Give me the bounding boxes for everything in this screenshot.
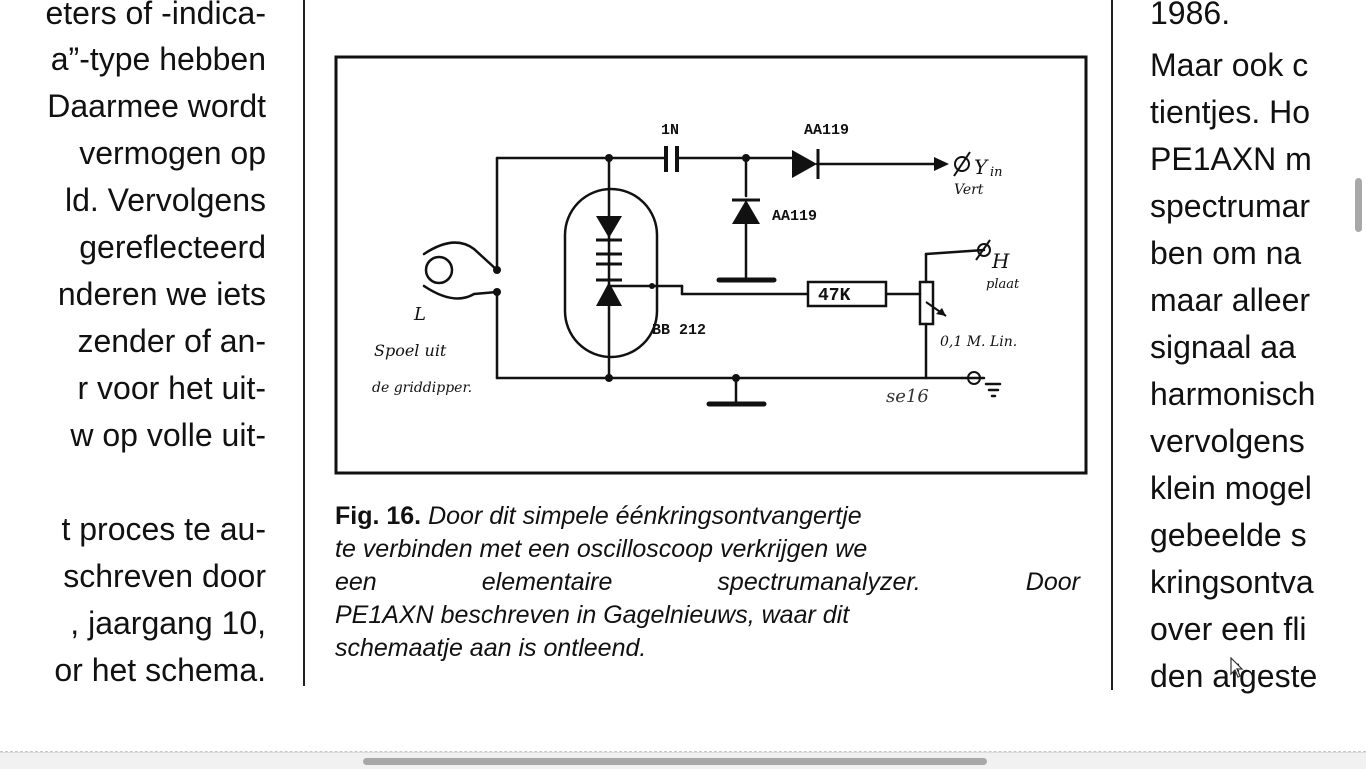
left-line: nderen we iets [57, 276, 266, 312]
left-line: zender of an- [77, 323, 266, 359]
caption-word: een [335, 568, 377, 596]
circuit-schematic-figure: 1N AA119 AA119 BB 212 47K Y in Vert H pl… [334, 55, 1088, 475]
coil-desc-line1: Spoel uit [374, 341, 447, 360]
diode2-label: AA119 [772, 208, 817, 225]
page-edge-divider [0, 751, 1366, 752]
right-line: over een fli [1150, 611, 1307, 647]
horizontal-scrollbar[interactable] [0, 752, 1366, 769]
right-line: harmonisch [1150, 376, 1316, 412]
caption-fig-label: Fig. 16. [335, 502, 422, 530]
left-line: t proces te au- [61, 511, 266, 547]
caption-word: Door [1025, 568, 1080, 596]
cap-label: 1N [661, 122, 679, 139]
right-line: Maar ook c [1150, 47, 1309, 83]
caption-line: Door dit simpele éénkringsontvangertje [428, 502, 862, 530]
right-line: klein mogel [1150, 470, 1312, 506]
left-line: or het schema. [54, 652, 266, 688]
right-line: signaal aa [1150, 329, 1296, 365]
caption-line: PE1AXN beschreven in Gagelnieuws, waar d… [335, 601, 850, 629]
diode1-label: AA119 [804, 122, 849, 139]
right-line: kringsontva [1150, 564, 1314, 600]
resistor-label: 47K [818, 286, 851, 306]
left-line: Daarmee wordt [47, 88, 266, 124]
figure-caption: Fig. 16. Door dit simpele éénkringsontva… [335, 500, 1080, 665]
left-line: r voor het uit- [77, 370, 266, 406]
document-viewport: eters of -indica- a”-type hebben Daarmee… [0, 0, 1366, 752]
pot-label: 0,1 M. Lin. [940, 334, 1017, 350]
right-line: ben om na [1150, 235, 1302, 271]
left-line: eters of -indica- [45, 0, 266, 31]
right-line: vervolgens [1150, 423, 1305, 459]
right-text-column: 1986. Maar ook c tientjes. Ho PE1AXN m s… [1150, 0, 1366, 752]
right-line: spectrumar [1150, 188, 1311, 224]
right-line: PE1AXN m [1150, 141, 1312, 177]
right-column-rule [1111, 0, 1113, 690]
varicap-label: BB 212 [652, 322, 706, 339]
right-line: maar alleer [1150, 282, 1311, 318]
figure-tag: se16 [886, 386, 929, 407]
right-line: gebeelde s [1150, 517, 1307, 553]
caption-line-justified: een elementaire spectrumanalyzer. Door [335, 566, 1080, 599]
caption-line: te verbinden met een oscilloscoop verkri… [335, 535, 868, 563]
caption-line: schemaatje aan is ontleend. [335, 634, 647, 662]
left-line: ld. Vervolgens [64, 182, 266, 218]
coil-label: L [413, 304, 426, 325]
right-line: 1986. [1150, 0, 1231, 31]
left-line: schreven door [63, 558, 266, 594]
left-column-rule [303, 0, 305, 686]
horizontal-scrollbar-thumb[interactable] [363, 758, 987, 765]
caption-word: spectrumanalyzer. [717, 568, 921, 596]
output-vert-label: Vert [954, 182, 984, 198]
output-h-label: H [991, 249, 1010, 273]
left-line: vermogen op [79, 135, 266, 171]
coil-desc-line2: de griddipper. [372, 380, 472, 396]
right-line: tientjes. Ho [1150, 94, 1311, 130]
left-line: a”-type hebben [50, 41, 266, 77]
mouse-pointer-icon [1230, 657, 1244, 678]
output-h-sub: plaat [986, 277, 1020, 292]
left-line: , jaargang 10, [70, 605, 266, 641]
output-y-label: Y [974, 155, 989, 179]
output-y-sub: in [990, 165, 1003, 180]
caption-word: elementaire [481, 568, 613, 596]
left-line: gereflecteerd [79, 229, 266, 265]
left-line: w op volle uit- [70, 417, 266, 453]
left-text-column: eters of -indica- a”-type hebben Daarmee… [0, 0, 290, 752]
vertical-scrollbar-thumb[interactable] [1355, 178, 1362, 232]
